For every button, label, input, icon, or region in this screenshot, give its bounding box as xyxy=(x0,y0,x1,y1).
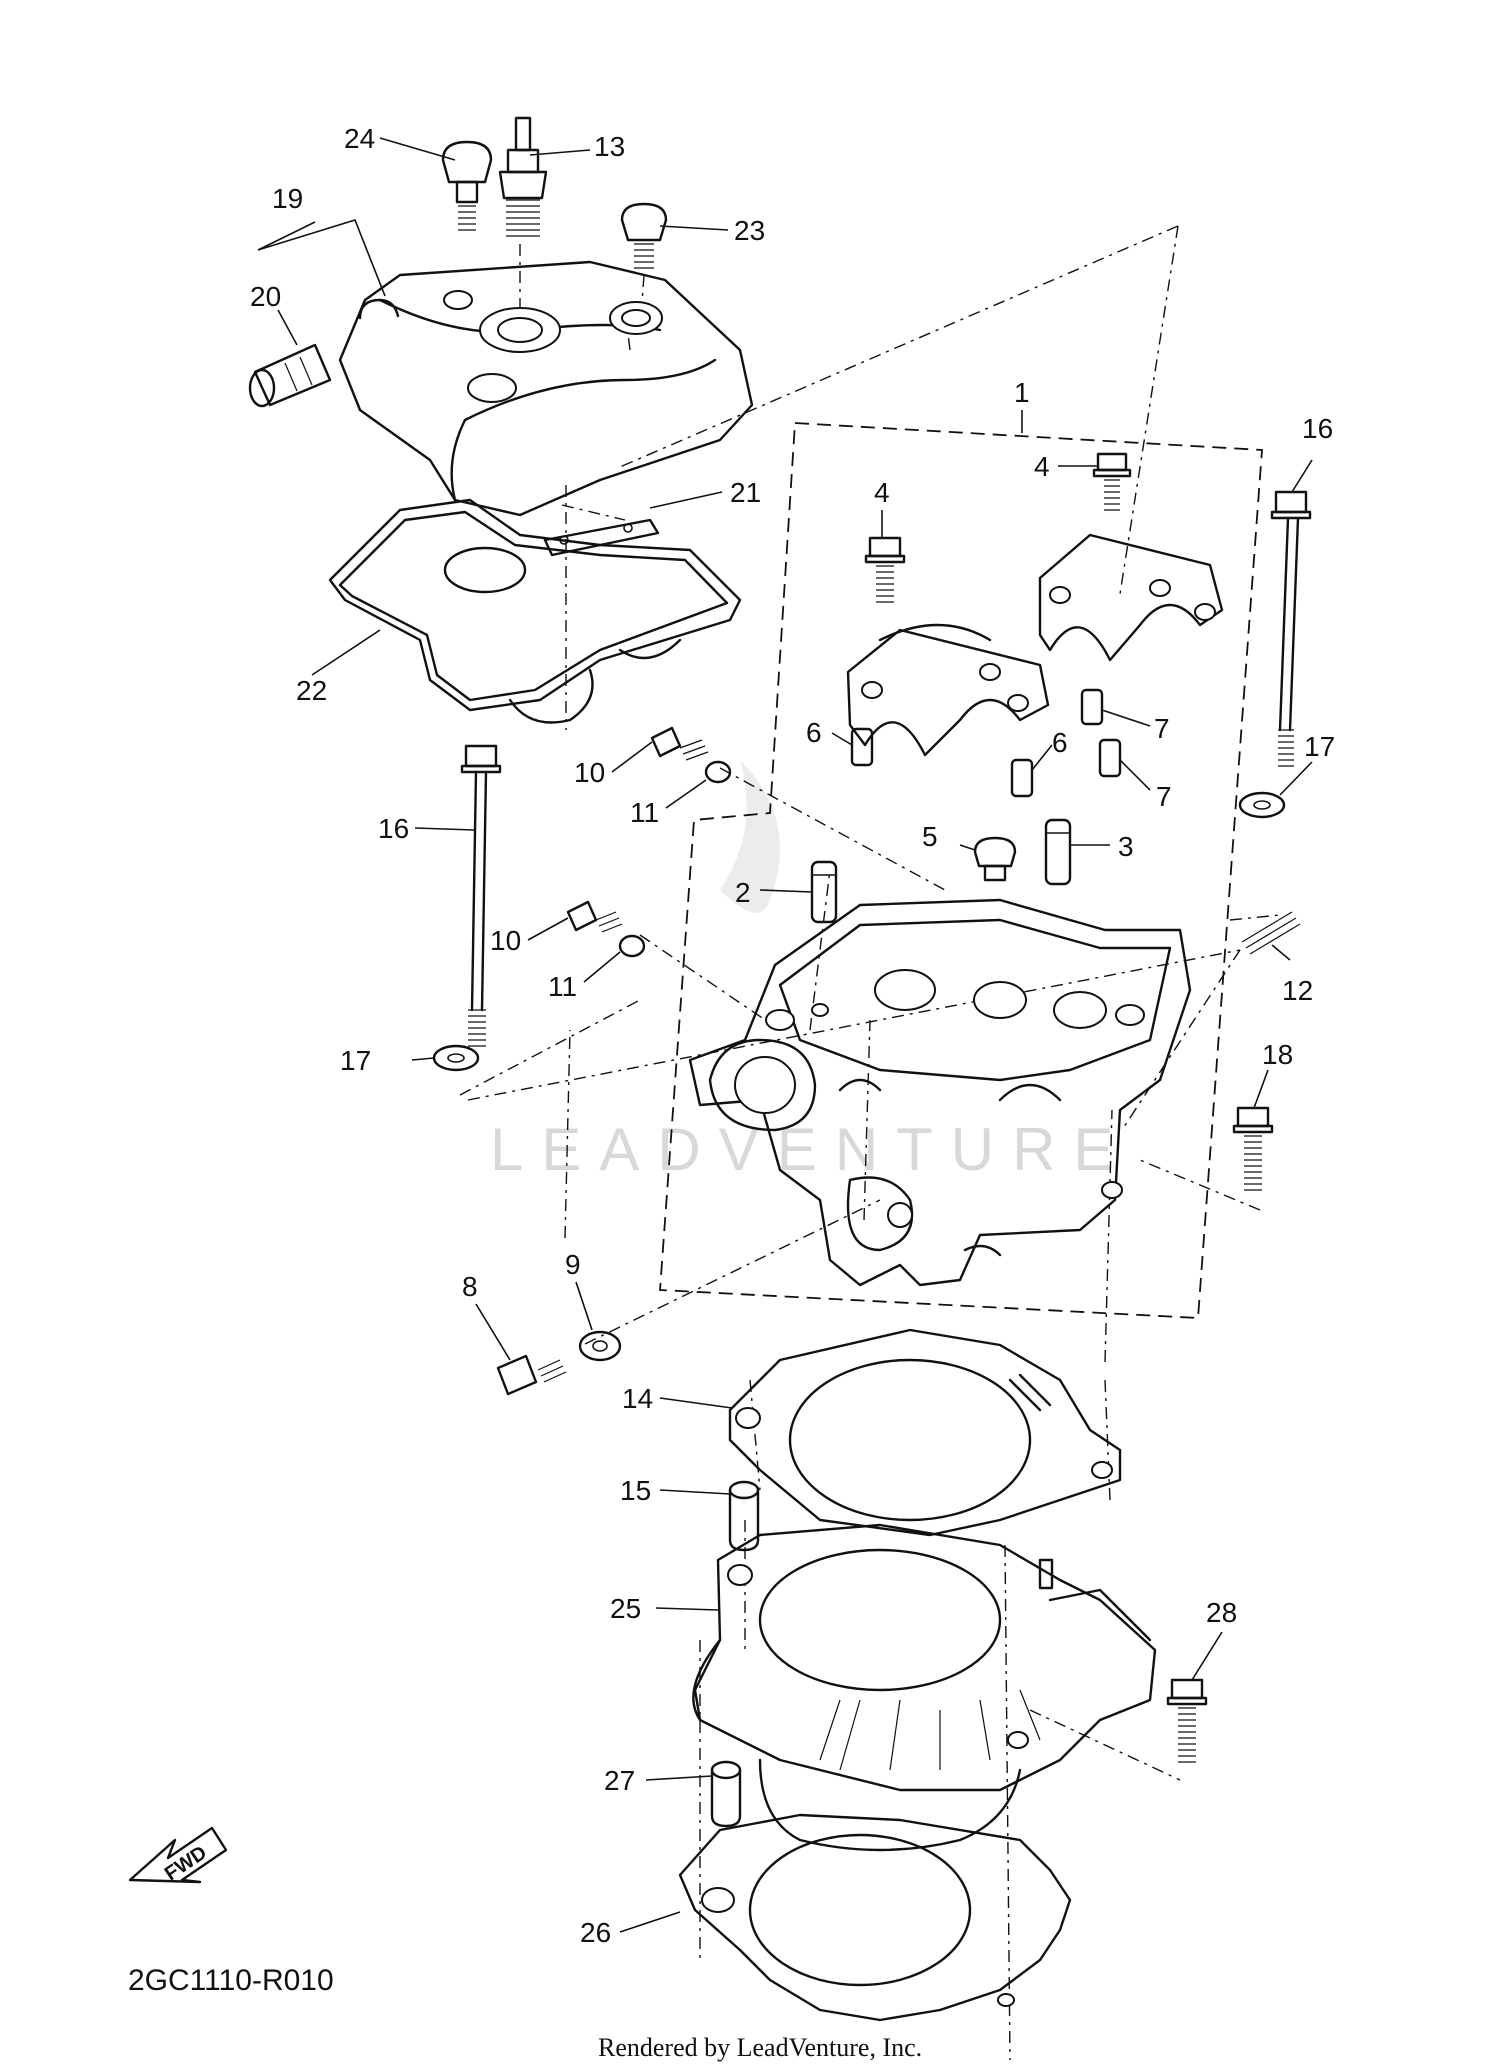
callout-7-lower: 7 xyxy=(1156,781,1172,812)
washer-17-left xyxy=(432,1044,480,1072)
callout-8: 8 xyxy=(462,1271,478,1302)
dowel-pins xyxy=(850,688,1122,798)
fwd-label: FWD xyxy=(161,1842,211,1886)
camshaft-cap-bolt-left xyxy=(864,536,906,603)
bolt-18 xyxy=(1232,1106,1274,1191)
dowel-15 xyxy=(728,1480,760,1552)
camshaft-cap-right xyxy=(1038,533,1224,662)
callout-28: 28 xyxy=(1206,1597,1237,1628)
plug-5 xyxy=(973,836,1017,882)
callout-7-upper: 7 xyxy=(1154,713,1170,744)
callout-17-right: 17 xyxy=(1304,731,1335,762)
camshaft-cap-left xyxy=(846,623,1050,757)
callout-2: 2 xyxy=(735,877,751,908)
callout-27: 27 xyxy=(604,1765,635,1796)
callout-13: 13 xyxy=(594,131,625,162)
assembly-box-1 xyxy=(659,422,1263,1319)
callout-9: 9 xyxy=(565,1249,581,1280)
callout-3: 3 xyxy=(1118,831,1134,862)
callout-17-left: 17 xyxy=(340,1045,371,1076)
cap-bolt-24 xyxy=(441,140,493,231)
valve-guide-3 xyxy=(1044,818,1072,886)
cylinder-base-gasket xyxy=(678,1813,1072,2022)
cylinder-head xyxy=(688,898,1192,1287)
diagram-code: 2GC1110-R010 xyxy=(128,1964,334,1997)
callout-12: 12 xyxy=(1282,975,1313,1006)
washer-17-right xyxy=(1238,791,1286,819)
spark-plug xyxy=(498,116,548,330)
hose-fitting xyxy=(248,343,332,408)
callout-4-left: 4 xyxy=(874,477,890,508)
callout-6-right: 6 xyxy=(1052,727,1068,758)
callout-19: 19 xyxy=(272,183,303,214)
callout-4-right: 4 xyxy=(1034,451,1050,482)
callout-10-lower: 10 xyxy=(490,925,521,956)
callout-14: 14 xyxy=(622,1383,653,1414)
callout-15: 15 xyxy=(620,1475,651,1506)
bolt-8 xyxy=(496,1354,567,1396)
dowel-27 xyxy=(710,1760,742,1828)
callout-16-right: 16 xyxy=(1302,413,1333,444)
bolt-10-lower xyxy=(566,900,623,933)
bolt-28 xyxy=(1166,1678,1208,1763)
callout-24: 24 xyxy=(344,123,375,154)
alignment-lines xyxy=(459,225,1281,2061)
callout-18: 18 xyxy=(1262,1039,1293,1070)
callout-20: 20 xyxy=(250,281,281,312)
callout-5: 5 xyxy=(922,821,938,852)
head-cover-gasket xyxy=(328,498,742,724)
bolt-10-upper xyxy=(650,726,709,761)
callout-1: 1 xyxy=(1014,377,1030,408)
callout-numbers: 1 2 3 4 4 5 6 6 7 7 8 9 10 10 11 11 12 1… xyxy=(250,123,1335,1948)
cylinder-head-gasket xyxy=(728,1328,1122,1537)
callout-21: 21 xyxy=(730,477,761,508)
callout-16-left: 16 xyxy=(378,813,409,844)
forward-arrow: FWD xyxy=(128,1826,228,1886)
washer-11-lower xyxy=(618,934,646,958)
watermark-text: LEADVENTURE xyxy=(490,1116,1131,1183)
callout-10-upper: 10 xyxy=(574,757,605,788)
callout-11-upper: 11 xyxy=(630,797,659,828)
stud-bolt-right xyxy=(1270,490,1312,767)
callout-23: 23 xyxy=(734,215,765,246)
watermark: LEADVENTURE xyxy=(490,760,1131,1183)
leader-lines xyxy=(257,137,1313,1933)
callout-25: 25 xyxy=(610,1593,641,1624)
callout-22: 22 xyxy=(296,675,327,706)
footer-credit: Rendered by LeadVenture, Inc. xyxy=(598,2033,922,2062)
callout-11-lower: 11 xyxy=(548,971,577,1002)
stud-bolt-left xyxy=(460,744,502,1047)
camshaft-cap-bolt-right xyxy=(1092,452,1132,511)
washer-9 xyxy=(578,1330,622,1362)
washer-11-upper xyxy=(704,760,732,784)
cylinder-head-cover xyxy=(338,260,754,517)
stud-12 xyxy=(1241,911,1301,955)
cylinder xyxy=(692,1523,1157,1852)
callout-6-left: 6 xyxy=(806,717,822,748)
callout-26: 26 xyxy=(580,1917,611,1948)
